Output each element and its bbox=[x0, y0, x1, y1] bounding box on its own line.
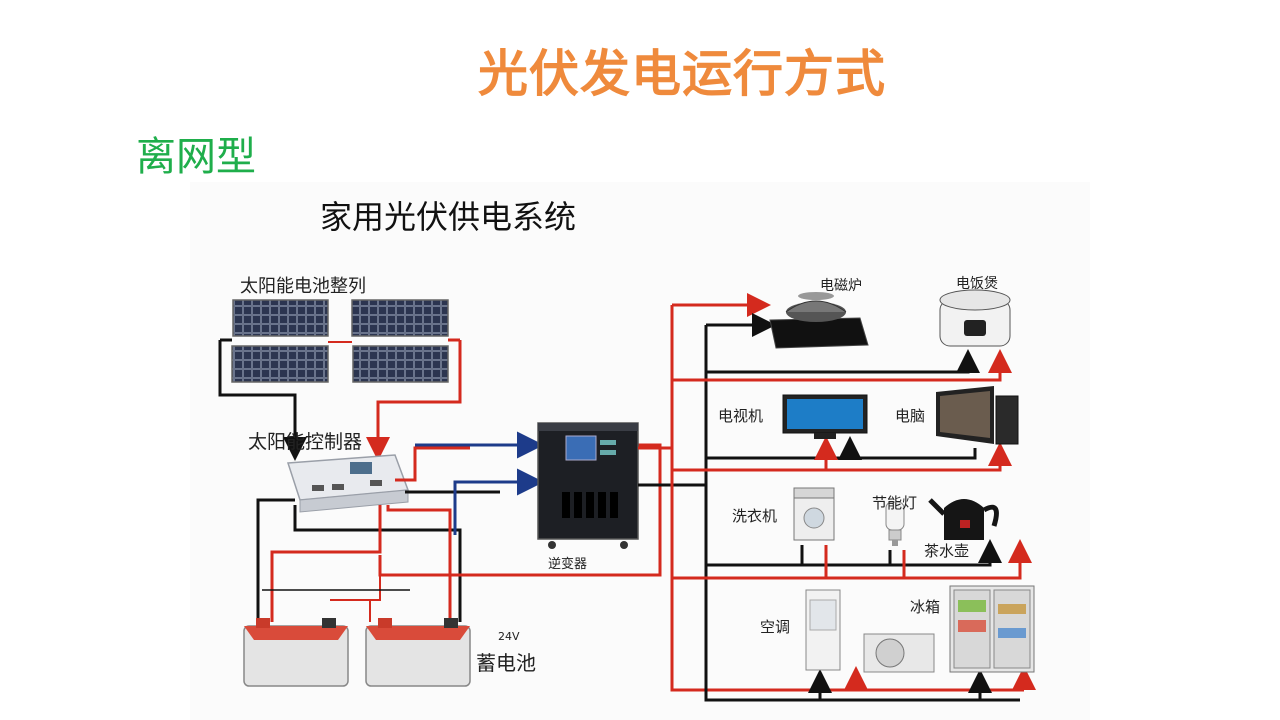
ac-label: 空调 bbox=[760, 618, 790, 636]
dc-arrows bbox=[415, 431, 544, 535]
washer-label: 洗衣机 bbox=[732, 507, 777, 525]
tv bbox=[782, 394, 868, 439]
induction-cooker bbox=[769, 292, 869, 349]
slide-title: 光伏发电运行方式 bbox=[478, 45, 886, 103]
rice-cooker-label: 电饭煲 bbox=[956, 275, 998, 292]
inverter-label: 逆变器 bbox=[548, 556, 587, 572]
tv-label: 电视机 bbox=[718, 407, 763, 425]
panel-wires bbox=[218, 338, 462, 461]
lamp-label: 节能灯 bbox=[872, 494, 917, 512]
inverter bbox=[537, 422, 639, 549]
solar-panel-4 bbox=[352, 345, 449, 383]
fridge-label: 冰箱 bbox=[910, 598, 940, 616]
diagram-title: 家用光伏供电系统 bbox=[320, 198, 577, 236]
battery-voltage: 24V bbox=[498, 630, 520, 643]
solar-panel-2 bbox=[351, 299, 449, 337]
solar-panel-3 bbox=[231, 345, 329, 383]
energy-saving-lamp bbox=[885, 501, 905, 546]
controller-wires bbox=[256, 443, 662, 622]
computer-label: 电脑 bbox=[895, 407, 925, 425]
controller-label: 太阳能控制器 bbox=[248, 431, 362, 453]
refrigerator bbox=[949, 585, 1035, 673]
air-conditioner bbox=[805, 589, 935, 673]
solar-array-label: 太阳能电池整列 bbox=[240, 276, 366, 297]
battery-label: 蓄电池 bbox=[476, 651, 536, 675]
kettle bbox=[928, 498, 999, 540]
computer bbox=[936, 386, 1019, 445]
charge-controller bbox=[286, 454, 410, 513]
ac-bus bbox=[638, 293, 1036, 702]
slide-subtitle: 离网型 bbox=[136, 134, 256, 180]
solar-panel-1 bbox=[232, 299, 329, 337]
rice-cooker bbox=[939, 289, 1011, 347]
battery-1 bbox=[243, 618, 349, 687]
solar-array bbox=[231, 299, 449, 383]
kettle-label: 茶水壶 bbox=[924, 542, 969, 560]
battery-2 bbox=[365, 618, 471, 687]
washing-machine bbox=[793, 487, 835, 541]
induction-cooker-label: 电磁炉 bbox=[820, 278, 862, 294]
